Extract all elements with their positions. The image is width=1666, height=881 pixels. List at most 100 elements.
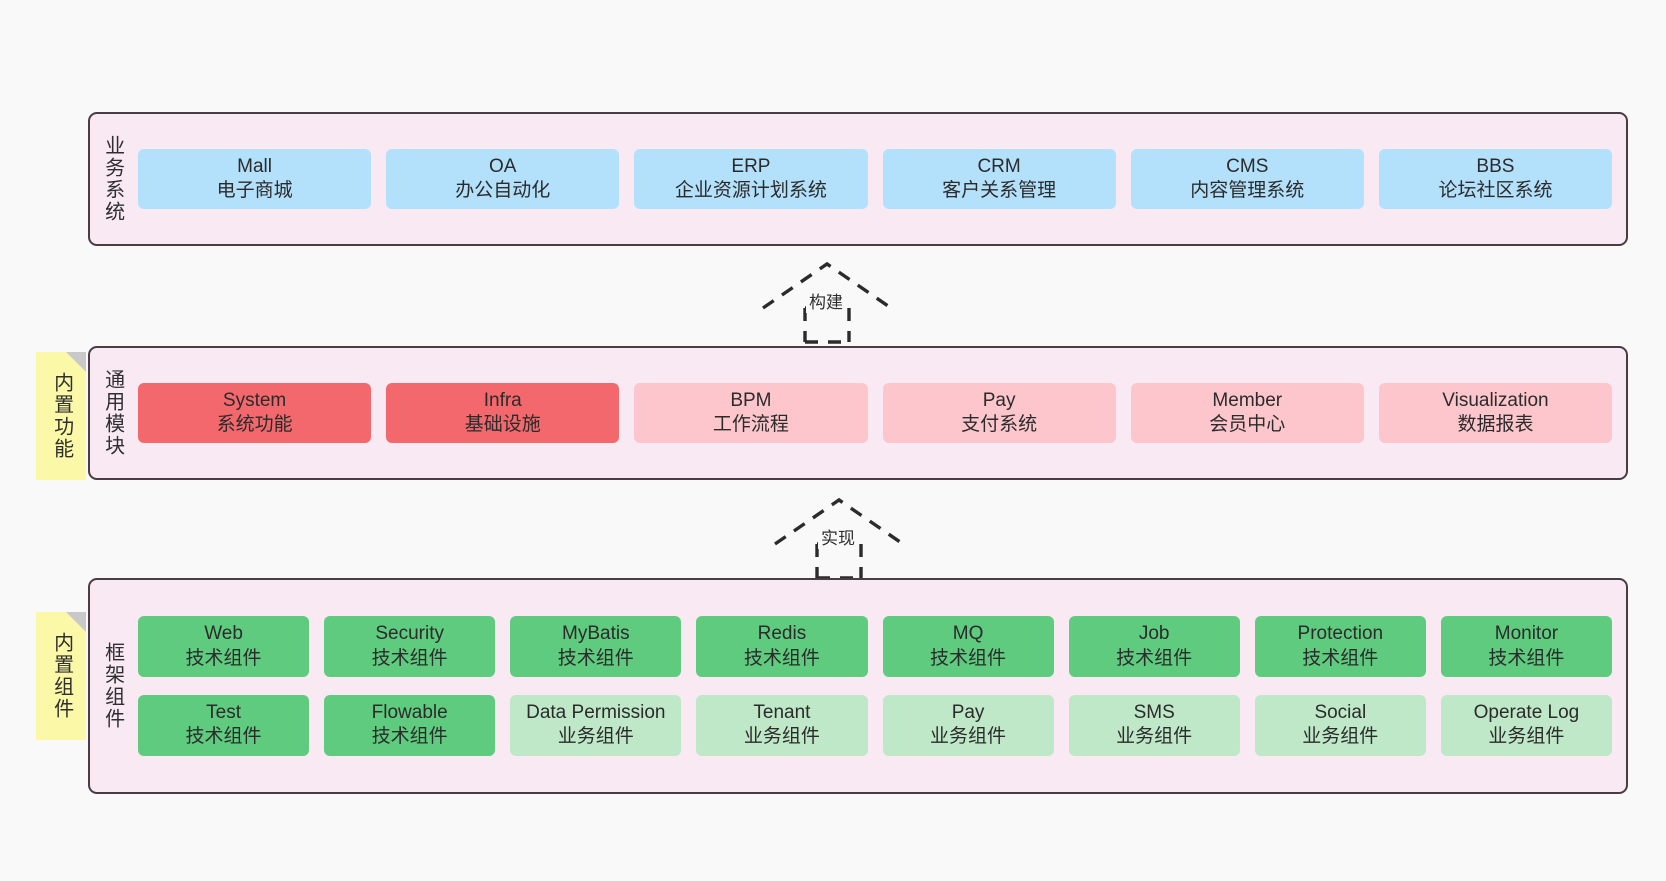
card-title-en: Data Permission xyxy=(526,702,666,723)
card-title-cn: 论坛社区系统 xyxy=(1438,180,1553,201)
module-card-row: System 系统功能 Infra 基础设施 BPM 工作流程 Pay 支付系统… xyxy=(138,382,1613,444)
card-oa[interactable]: OA 办公自动化 xyxy=(386,148,620,210)
card-cms[interactable]: CMS 内容管理系统 xyxy=(1130,148,1364,210)
card-title-en: Social xyxy=(1314,702,1367,723)
layer-title-framework-component: 框架组件 xyxy=(101,642,124,730)
note-fold-corner-icon xyxy=(66,352,86,372)
card-job[interactable]: Job 技术组件 xyxy=(1068,616,1240,677)
card-title-en: Monitor xyxy=(1494,623,1559,645)
card-title-en: Pay xyxy=(951,702,985,723)
card-mall[interactable]: Mall 电子商城 xyxy=(138,148,372,210)
layer-common-module: 通用模块 System 系统功能 Infra 基础设施 BPM 工作流程 Pay… xyxy=(88,346,1628,480)
card-title-en: System xyxy=(222,389,287,411)
card-sms[interactable]: SMS 业务组件 xyxy=(1068,695,1240,756)
card-title-cn: 技术组件 xyxy=(557,647,634,669)
card-title-en: Security xyxy=(375,623,444,645)
card-title-cn: 技术组件 xyxy=(743,647,820,669)
card-title-cn: 业务组件 xyxy=(557,726,634,748)
card-title-en: Web xyxy=(204,623,243,645)
card-title-en: Mall xyxy=(237,155,272,177)
card-title-cn: 技术组件 xyxy=(1302,647,1379,669)
card-flowable[interactable]: Flowable 技术组件 xyxy=(324,695,496,756)
card-test[interactable]: Test 技术组件 xyxy=(138,695,310,756)
card-title-cn: 技术组件 xyxy=(1116,647,1193,669)
card-title-cn: 系统功能 xyxy=(216,414,293,435)
framework-biz-row: Test 技术组件 Flowable 技术组件 Data Permission … xyxy=(138,695,1612,756)
card-system[interactable]: System 系统功能 xyxy=(138,382,372,444)
note-fold-corner-icon xyxy=(66,612,86,632)
card-title-en: Protection xyxy=(1297,623,1384,645)
card-pay-module[interactable]: Pay 支付系统 xyxy=(882,382,1116,444)
card-operate-log[interactable]: Operate Log 业务组件 xyxy=(1440,695,1612,756)
card-title-cn: 电子商城 xyxy=(216,180,293,201)
card-social[interactable]: Social 业务组件 xyxy=(1254,695,1426,756)
card-title-cn: 技术组件 xyxy=(371,647,448,669)
connector-build: 构建 xyxy=(760,258,900,344)
layer-body-common-module: System 系统功能 Infra 基础设施 BPM 工作流程 Pay 支付系统… xyxy=(134,348,1626,478)
card-mq[interactable]: MQ 技术组件 xyxy=(882,616,1054,677)
card-title-en: BPM xyxy=(730,389,772,411)
connector-implement: 实现 xyxy=(772,494,912,580)
connector-build-glyph xyxy=(762,261,892,344)
card-title-en: Flowable xyxy=(371,702,448,723)
card-crm[interactable]: CRM 客户关系管理 xyxy=(882,148,1116,210)
card-pay-component[interactable]: Pay 业务组件 xyxy=(882,695,1054,756)
layer-body-business-system: Mall 电子商城 OA 办公自动化 ERP 企业资源计划系统 CRM 客户关系… xyxy=(134,114,1626,244)
connector-implement-glyph xyxy=(774,497,904,580)
card-title-cn: 办公自动化 xyxy=(455,180,551,201)
card-tenant[interactable]: Tenant 业务组件 xyxy=(696,695,868,756)
card-title-cn: 业务组件 xyxy=(743,726,820,748)
card-redis[interactable]: Redis 技术组件 xyxy=(696,616,868,677)
card-title-en: Infra xyxy=(483,389,522,411)
card-title-en: Member xyxy=(1212,389,1283,411)
card-mybatis[interactable]: MyBatis 技术组件 xyxy=(510,616,682,677)
card-title-cn: 客户关系管理 xyxy=(942,180,1057,201)
card-title-en: OA xyxy=(489,155,517,177)
card-title-en: Redis xyxy=(757,623,807,645)
card-title-cn: 技术组件 xyxy=(371,726,448,748)
card-title-cn: 技术组件 xyxy=(930,647,1007,669)
layer-framework-component: 框架组件 Web 技术组件 Security 技术组件 MyBatis 技术组件… xyxy=(88,578,1628,794)
card-bpm[interactable]: BPM 工作流程 xyxy=(634,382,868,444)
card-title-cn: 数据报表 xyxy=(1457,414,1534,435)
card-title-en: CRM xyxy=(977,155,1021,177)
card-title-en: Test xyxy=(206,702,241,723)
card-title-en: ERP xyxy=(731,155,771,177)
note-builtin-component: 内置组件 xyxy=(36,612,86,740)
card-erp[interactable]: ERP 企业资源计划系统 xyxy=(634,148,868,210)
framework-tech-row: Web 技术组件 Security 技术组件 MyBatis 技术组件 Redi… xyxy=(138,616,1612,677)
card-title-cn: 工作流程 xyxy=(712,414,789,435)
card-title-cn: 业务组件 xyxy=(1488,726,1565,748)
card-title-en: Tenant xyxy=(753,702,811,723)
card-title-cn: 支付系统 xyxy=(961,414,1038,435)
card-title-en: BBS xyxy=(1476,155,1515,177)
card-data-permission[interactable]: Data Permission 业务组件 xyxy=(510,695,682,756)
card-title-cn: 会员中心 xyxy=(1209,414,1286,435)
card-title-cn: 内容管理系统 xyxy=(1190,180,1305,201)
card-title-cn: 技术组件 xyxy=(185,647,262,669)
card-title-cn: 业务组件 xyxy=(1116,726,1193,748)
card-title-cn: 技术组件 xyxy=(185,726,262,748)
card-member[interactable]: Member 会员中心 xyxy=(1130,382,1364,444)
card-protection[interactable]: Protection 技术组件 xyxy=(1254,616,1426,677)
card-infra[interactable]: Infra 基础设施 xyxy=(386,382,620,444)
note-label: 内置功能 xyxy=(50,372,73,460)
card-title-en: Job xyxy=(1138,623,1170,645)
connector-implement-label: 实现 xyxy=(818,524,858,549)
layer-title-business-system: 业务系统 xyxy=(101,135,124,223)
card-title-en: MyBatis xyxy=(562,623,630,645)
card-bbs[interactable]: BBS 论坛社区系统 xyxy=(1378,148,1613,210)
card-visualization[interactable]: Visualization 数据报表 xyxy=(1378,382,1613,444)
card-title-en: Visualization xyxy=(1442,389,1549,411)
card-web[interactable]: Web 技术组件 xyxy=(138,616,310,677)
card-title-en: SMS xyxy=(1133,702,1175,723)
card-title-cn: 业务组件 xyxy=(930,726,1007,748)
card-title-en: CMS xyxy=(1226,155,1269,177)
card-title-cn: 技术组件 xyxy=(1488,647,1565,669)
card-security[interactable]: Security 技术组件 xyxy=(324,616,496,677)
card-title-en: MQ xyxy=(952,623,984,645)
card-title-cn: 基础设施 xyxy=(464,414,541,435)
card-title-en: Operate Log xyxy=(1473,702,1580,723)
card-monitor[interactable]: Monitor 技术组件 xyxy=(1440,616,1612,677)
